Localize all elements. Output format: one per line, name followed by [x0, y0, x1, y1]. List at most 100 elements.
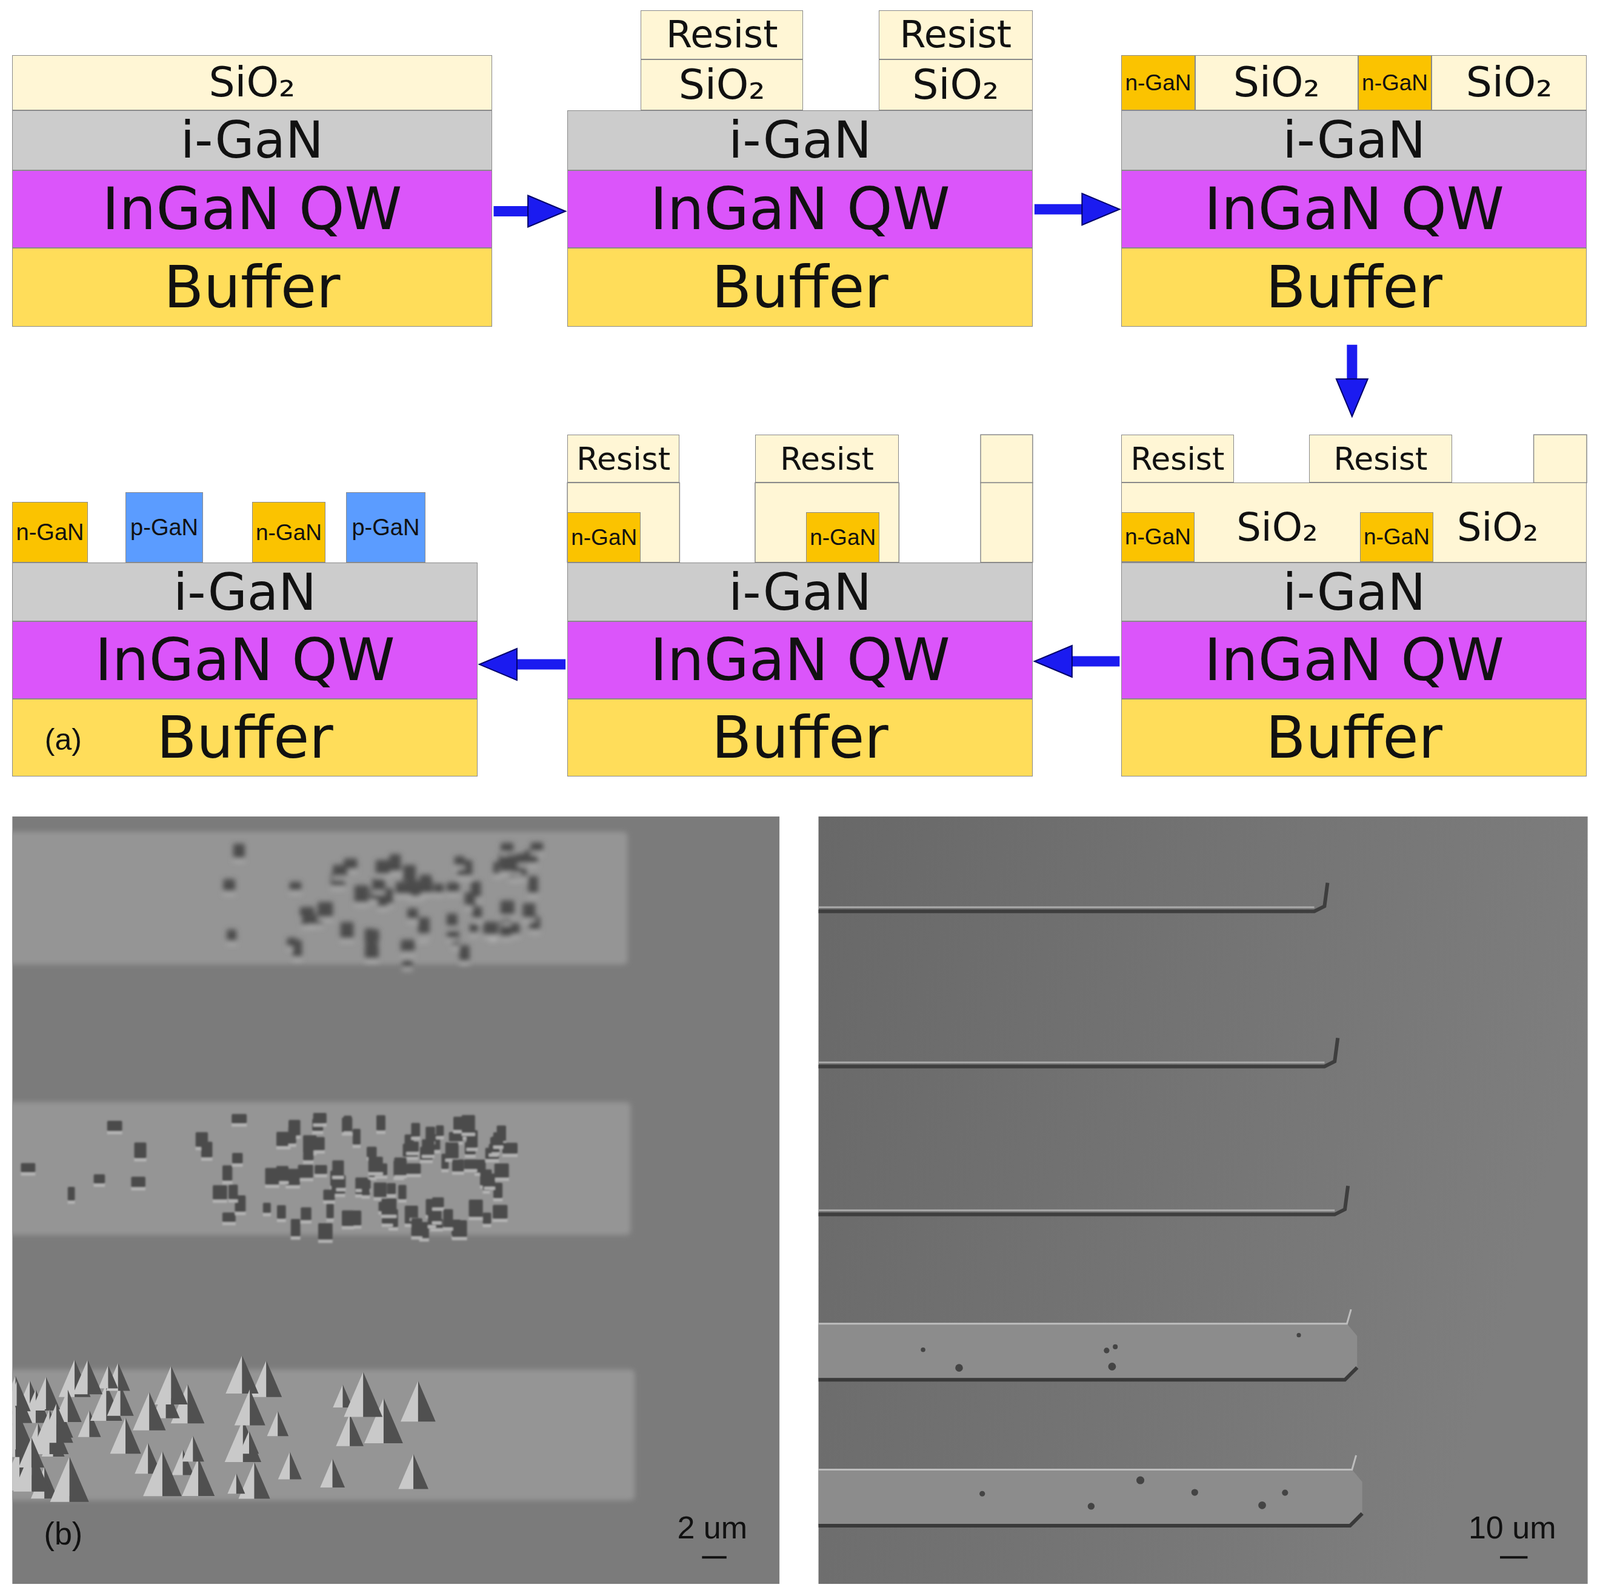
crystal-facet	[524, 863, 538, 867]
crystal-spot	[398, 1184, 407, 1200]
resist-block: Resist	[1121, 434, 1234, 483]
crystal-facet	[443, 1227, 453, 1231]
crystal-facet	[352, 1144, 361, 1148]
pyramid-face	[12, 1406, 16, 1450]
crystal-spot	[372, 878, 385, 891]
pyramid-face	[332, 1458, 345, 1488]
crystal-facet	[130, 1187, 146, 1191]
crystal-facet	[522, 918, 536, 922]
layer-label: n-GaN	[16, 520, 85, 544]
crystal-facet	[235, 1212, 247, 1216]
crystal-facet	[464, 1154, 476, 1158]
surface-pit	[1108, 1362, 1117, 1371]
crystal-facet	[400, 952, 415, 956]
quantum-well-layer: InGaN QW	[567, 621, 1033, 699]
scale-bar	[701, 1555, 727, 1559]
crystal-spot	[364, 941, 379, 959]
crystal-facet	[406, 1173, 421, 1177]
pyramid-face	[98, 1364, 108, 1388]
mesa-stripe	[12, 1369, 635, 1500]
crystal-spot	[133, 1142, 147, 1159]
crystal-facet	[395, 894, 411, 898]
crystal-facet	[340, 938, 354, 942]
pyramid-face	[77, 1409, 90, 1437]
n-gan-region: n-GaN	[806, 512, 880, 563]
crystal-spot	[517, 853, 527, 864]
crystal-spot	[500, 861, 514, 872]
crystal-facet	[133, 1158, 147, 1162]
surface-pit	[1281, 1489, 1288, 1496]
crystal-facet	[228, 1199, 238, 1203]
crystal-spot	[223, 878, 236, 892]
crystal-spot	[332, 864, 348, 877]
crystal-spot	[406, 1163, 421, 1174]
crystal-spot	[381, 1198, 397, 1215]
crystal-spot	[443, 1209, 453, 1228]
pyramid-face	[224, 1419, 244, 1462]
layer-label: InGaN QW	[1204, 180, 1505, 239]
pyramid-face	[87, 1359, 103, 1394]
layer-label: Resist	[780, 443, 874, 475]
oxide-layer: SiO₂	[12, 55, 492, 111]
crystal-facet	[336, 1187, 347, 1191]
crystal-facet	[527, 893, 538, 897]
crystal-spot	[530, 842, 544, 852]
crystal-facet	[290, 1236, 301, 1240]
pyramid-face	[154, 1365, 171, 1405]
surface-pit	[955, 1363, 964, 1372]
oxide-block	[755, 482, 899, 562]
n-gan-region: n-GaN	[252, 501, 326, 562]
layer-label: n-GaN	[255, 521, 322, 544]
crystal-facet	[501, 921, 511, 925]
surface-pit	[1191, 1488, 1199, 1496]
oxide-layer: SiO₂	[1431, 55, 1587, 111]
crystal-spot	[20, 1163, 36, 1173]
layer-label: Buffer	[711, 708, 888, 767]
pyramid-face	[56, 1403, 74, 1444]
crystal-spot	[409, 1206, 417, 1218]
crystal-spot	[469, 923, 478, 934]
crystal-facet	[67, 1200, 76, 1204]
crystal-facet	[226, 941, 237, 945]
crystal-spot	[233, 843, 245, 859]
crystal-facet	[374, 1175, 388, 1179]
intrinsic-gan-layer: i-GaN	[1121, 562, 1587, 622]
growth-features	[12, 1355, 436, 1502]
crystal-facet	[222, 1221, 236, 1225]
crystal-facet	[381, 1223, 393, 1227]
crystal-facet	[222, 1180, 233, 1184]
crystal-spot	[290, 1218, 301, 1237]
layer-label: n-GaN	[1363, 525, 1430, 548]
layer-label: i-GaN	[180, 114, 324, 166]
crystal-facet	[232, 1163, 243, 1167]
crystal-facet	[461, 1132, 476, 1136]
crystal-facet	[314, 1173, 328, 1177]
intrinsic-gan-layer: i-GaN	[567, 110, 1033, 171]
pyramid-face	[241, 1355, 259, 1394]
crystal-facet	[364, 959, 379, 963]
quantum-well-layer: InGaN QW	[12, 170, 492, 248]
wide-stripe	[818, 1323, 1357, 1380]
crystal-facet	[201, 1157, 213, 1161]
layer-label: Resist	[899, 15, 1012, 54]
crystal-spot	[361, 1179, 370, 1196]
pyramid-face	[18, 1436, 32, 1468]
crystal-spot	[483, 1212, 492, 1224]
crystal-facet	[318, 1239, 333, 1243]
sem-image-right	[818, 816, 1588, 1584]
pyramid-face	[413, 1453, 429, 1490]
layer-label: Resist	[666, 15, 779, 54]
crystal-spot	[263, 1202, 271, 1213]
crystal-facet	[317, 917, 333, 921]
layer-label: p-GaN	[130, 515, 199, 539]
crystal-facet	[452, 1171, 465, 1175]
intrinsic-gan-layer: i-GaN	[12, 562, 478, 622]
crystal-facet	[418, 934, 430, 938]
crystal-facet	[285, 1185, 300, 1189]
crystal-spot	[421, 1138, 435, 1155]
crystal-spot	[395, 881, 411, 895]
layer-label: Resist	[576, 443, 671, 475]
pyramid-face	[266, 1360, 282, 1397]
crystal-facet	[292, 957, 302, 961]
crystal-spot	[276, 1204, 287, 1219]
